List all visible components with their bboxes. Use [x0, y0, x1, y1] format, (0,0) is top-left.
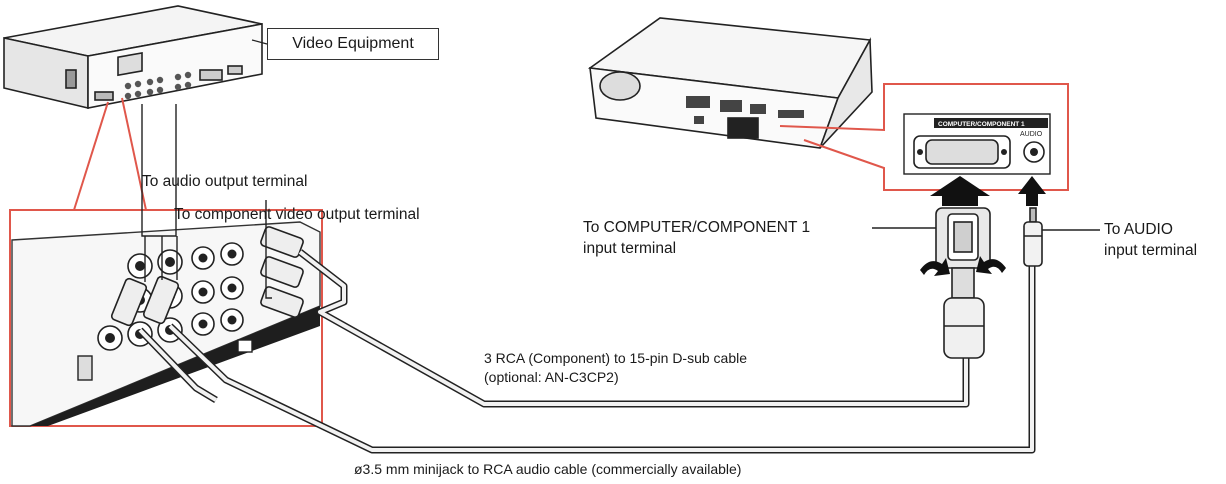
component-output-label: To component video output terminal	[174, 206, 420, 223]
rca-cable-label-line1: 3 RCA (Component) to 15-pin D-sub cable	[484, 350, 748, 366]
computer-input-label-line1: To COMPUTER/COMPONENT 1	[583, 219, 811, 236]
minijack-cable-label: ø3.5 mm minijack to RCA audio cable (com…	[354, 461, 742, 477]
component-rca-plugs	[260, 226, 304, 318]
insert-arrows	[930, 176, 1046, 206]
dsub-connector	[935, 207, 991, 359]
audio-insert-arrow	[1018, 176, 1046, 206]
projector-zoom-callout	[779, 83, 1069, 191]
computer-input-label-line2: input terminal	[583, 240, 677, 257]
audio-input-label-line1: To AUDIO	[1104, 221, 1173, 238]
minijack-plug	[1023, 207, 1043, 267]
equipment-label-leaders	[141, 104, 272, 299]
audio-rca-plugs	[110, 275, 180, 327]
video-equipment-illustration	[3, 5, 263, 110]
component-cable	[297, 249, 970, 408]
projector-illustration	[587, 17, 873, 149]
screw-turn-arrows	[920, 256, 1006, 276]
minijack-audio-cable	[137, 266, 1036, 454]
video-equipment-leader	[251, 39, 268, 45]
projector-input-panel: COMPUTER/COMPONENT 1 AUDIO	[903, 113, 1051, 175]
panel-title: COMPUTER/COMPONENT 1	[938, 121, 1025, 128]
audio-input-label-line2: input terminal	[1104, 242, 1198, 259]
video-equipment-label: Video Equipment	[267, 28, 439, 60]
panel-audio-label: AUDIO	[1020, 131, 1043, 138]
rca-cable-label-line2: (optional: AN-C3CP2)	[484, 369, 619, 385]
audio-output-label: To audio output terminal	[142, 173, 308, 190]
dsub-insert-arrow	[930, 176, 990, 206]
